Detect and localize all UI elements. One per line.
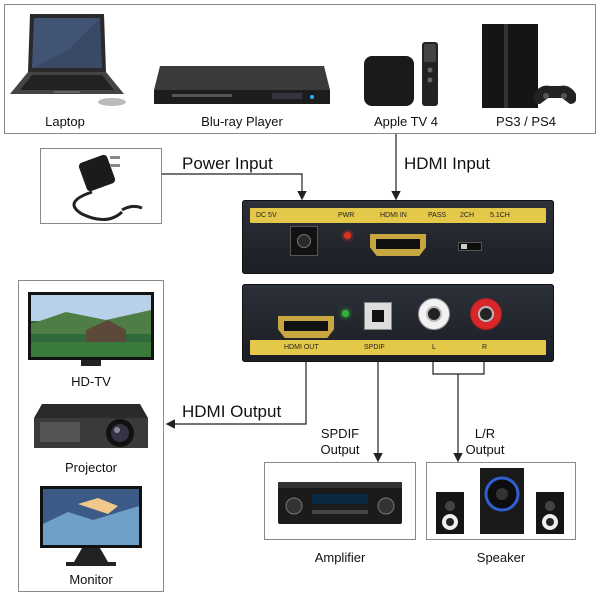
power-led — [344, 232, 351, 239]
hdmi-in-port[interactable] — [370, 234, 426, 256]
speaker-icon — [432, 464, 570, 538]
pwr-label: PWR — [338, 212, 355, 219]
hd-tv-icon — [26, 290, 156, 370]
power-adapter-icon — [52, 152, 152, 222]
lr-output-label: L/R Output — [450, 426, 520, 458]
laptop-icon — [8, 10, 126, 108]
apple-tv-label: Apple TV 4 — [373, 114, 439, 129]
hdmi-input-label: HDMI Input — [404, 154, 490, 173]
ch2-label: 2CH — [460, 212, 475, 219]
lr-output-line1: L/R — [474, 426, 496, 441]
spdif-output-line1: SPDIF — [320, 426, 360, 441]
playstation-icon — [476, 22, 576, 110]
hdmi-in-port-inner — [376, 239, 420, 249]
power-input-connector — [162, 173, 307, 201]
signal-led — [342, 310, 349, 317]
projector-label: Projector — [64, 460, 118, 475]
hd-tv-label: HD-TV — [71, 374, 111, 389]
speaker-label: Speaker — [476, 550, 526, 565]
hdmi-out-port-inner — [284, 321, 328, 331]
hdmi-in-label: HDMI IN — [380, 212, 407, 219]
l-label: L — [432, 344, 436, 351]
rca-right-port[interactable] — [470, 298, 502, 330]
hdmi-out-label: HDMI OUT — [284, 344, 319, 351]
dc-label: DC 5V — [256, 212, 277, 219]
r-label: R — [482, 344, 488, 351]
spdif-output-line2: Output — [320, 442, 360, 457]
pass-mode-switch[interactable] — [458, 242, 482, 251]
front-label-strip — [250, 208, 546, 223]
dc-jack-port[interactable] — [290, 226, 318, 256]
device-front-panel: DC 5V PWR HDMI IN PASS 2CH 5.1CH — [242, 200, 554, 274]
back-label-strip — [250, 340, 546, 355]
dc-jack-hole — [297, 234, 311, 248]
pass-label: PASS — [428, 212, 447, 219]
hdmi-out-port[interactable] — [278, 316, 334, 338]
ch51-label: 5.1CH — [490, 212, 510, 219]
bluray-label: Blu-ray Player — [201, 114, 283, 129]
spdif-port[interactable] — [364, 302, 392, 330]
device-back-panel: HDMI OUT SPDIF L R — [242, 284, 554, 362]
power-input-label: Power Input — [182, 154, 273, 173]
monitor-label: Monitor — [69, 572, 113, 587]
bluray-player-icon — [152, 60, 332, 108]
rca-left-port[interactable] — [418, 298, 450, 330]
amplifier-icon — [276, 478, 404, 528]
switch-knob — [461, 244, 467, 249]
spdif-label: SPDIF — [364, 344, 385, 351]
ps-label: PS3 / PS4 — [496, 114, 556, 129]
rca-left-inner — [426, 306, 442, 322]
monitor-icon — [38, 484, 144, 568]
spdif-port-inner — [372, 310, 384, 322]
hdmi-output-label: HDMI Output — [182, 402, 282, 421]
apple-tv-icon — [360, 42, 450, 108]
hdmi-output-connector — [165, 362, 307, 429]
lr-output-bracket — [432, 362, 485, 375]
projector-icon — [32, 398, 150, 454]
laptop-label: Laptop — [45, 114, 85, 129]
amplifier-label: Amplifier — [314, 550, 366, 565]
spdif-output-label: SPDIF Output — [300, 426, 380, 458]
rca-right-inner — [478, 306, 494, 322]
lr-output-line2: Output — [465, 442, 505, 457]
